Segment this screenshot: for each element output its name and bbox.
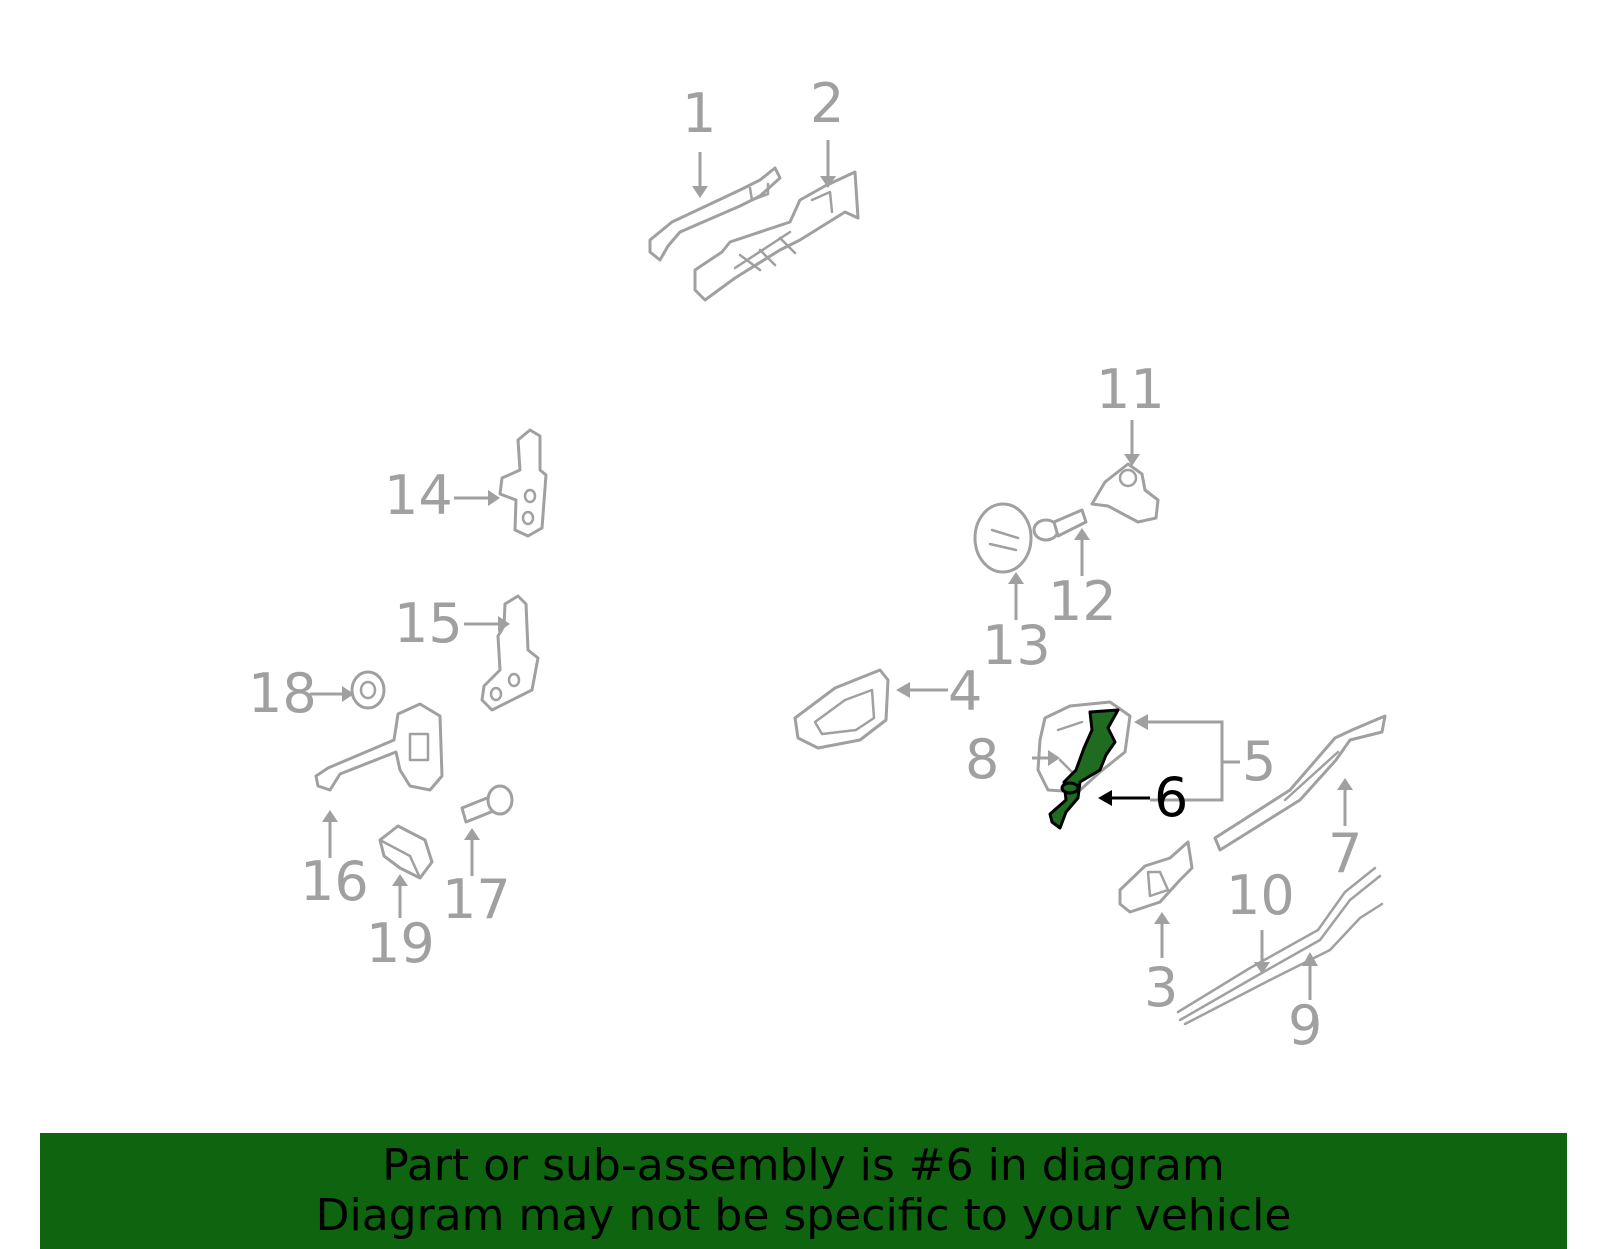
banner-line-disclaimer: Diagram may not be specific to your vehi…	[315, 1190, 1292, 1241]
part-round-plate	[973, 502, 1033, 574]
parts-diagram: 1 2 3 4 5 6 7 8 9 10 11 12 13 14 15 16 1…	[248, 72, 1387, 1057]
callout-7: 7	[1328, 822, 1362, 885]
callout-17: 17	[442, 868, 511, 931]
part-bolt-17	[460, 784, 514, 824]
callout-6-highlighted: 6	[1154, 766, 1188, 829]
callout-18: 18	[248, 662, 317, 725]
callout-3: 3	[1144, 956, 1178, 1019]
callout-19: 19	[366, 912, 435, 975]
part-rod-bracket	[1213, 714, 1387, 852]
part-outside-handle	[648, 166, 782, 262]
callout-2: 2	[810, 72, 844, 135]
part-handle-bracket	[693, 170, 860, 302]
callout-5: 5	[1242, 730, 1276, 793]
callout-4: 4	[948, 660, 982, 723]
callout-12: 12	[1048, 570, 1117, 633]
part-lower-hinge	[480, 594, 540, 712]
callout-10: 10	[1226, 864, 1295, 927]
part-6-highlighted	[1048, 708, 1120, 830]
callout-9: 9	[1288, 994, 1322, 1057]
part-lock-bracket	[1118, 840, 1194, 914]
part-upper-hinge	[498, 428, 548, 538]
banner-line-part: Part or sub-assembly is #6 in diagram	[382, 1140, 1225, 1191]
callout-13: 13	[982, 614, 1051, 677]
part-bumper-19	[378, 824, 434, 880]
part-door-check	[314, 702, 444, 792]
callout-1: 1	[682, 82, 716, 145]
part-striker	[1090, 462, 1160, 524]
callout-11: 11	[1096, 358, 1165, 421]
part-screw-12	[1032, 508, 1088, 542]
part-inside-handle	[793, 668, 890, 750]
callout-16: 16	[300, 850, 369, 913]
leader-lines	[310, 140, 1353, 1000]
info-banner: Part or sub-assembly is #6 in diagram Di…	[40, 1133, 1567, 1249]
part-cables	[1176, 866, 1384, 1026]
callout-14: 14	[384, 464, 453, 527]
callout-15: 15	[394, 592, 463, 655]
callout-8: 8	[965, 728, 999, 791]
part-nut-18	[350, 670, 386, 710]
